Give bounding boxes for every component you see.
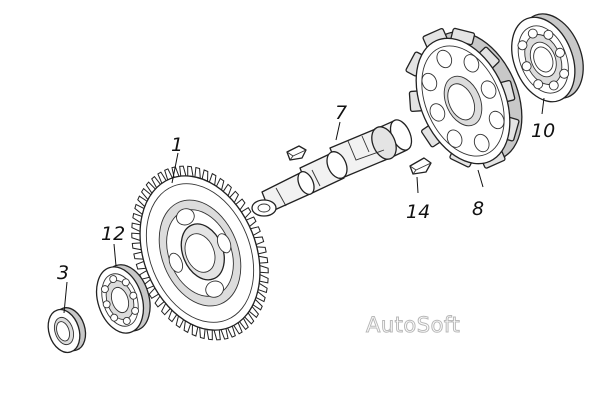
callout-10: 10 — [531, 120, 555, 142]
part-7-key — [286, 145, 307, 161]
callout-1: 1 — [171, 134, 183, 156]
part-8-gear-wheel — [405, 27, 523, 169]
leader-12 — [113, 243, 117, 267]
part-3-ring — [47, 307, 87, 354]
leader-10 — [541, 97, 545, 115]
callout-7: 7 — [335, 102, 347, 124]
callout-12: 12 — [101, 223, 125, 245]
leader-1 — [171, 152, 179, 184]
leader-7 — [335, 121, 341, 141]
leader-3 — [63, 281, 68, 314]
part-14-key — [409, 157, 432, 175]
leader-8 — [477, 169, 484, 188]
callout-14: 14 — [406, 201, 430, 223]
callout-8: 8 — [472, 198, 484, 220]
leader-14 — [416, 176, 419, 194]
autosoft-watermark: AutoSoft — [366, 313, 460, 337]
shaft — [251, 119, 413, 217]
callout-3: 3 — [57, 262, 69, 284]
part-12-ball-bearing — [95, 264, 151, 334]
leader-lines — [63, 97, 545, 314]
part-10-ball-bearing — [511, 13, 584, 103]
part-1-spur-gear — [131, 165, 269, 341]
